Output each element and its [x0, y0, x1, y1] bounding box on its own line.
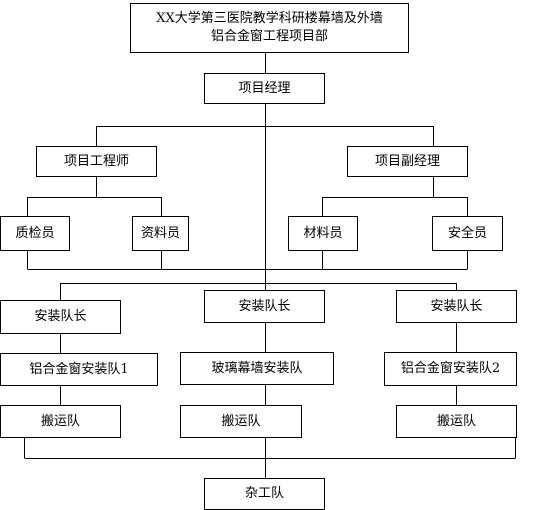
node-safety-officer: 安全员	[432, 216, 503, 251]
node-project-engineer: 项目工程师	[36, 146, 157, 177]
node-transport-team-left: 搬运队	[0, 405, 121, 438]
node-project-manager: 项目经理	[204, 73, 325, 104]
node-install-leader-right: 安装队长	[396, 290, 517, 323]
node-aluminum-window-team-1: 铝合金窗安装队1	[0, 353, 158, 386]
node-transport-team-middle: 搬运队	[180, 405, 302, 438]
node-install-leader-middle: 安装队长	[204, 290, 325, 323]
node-project-department-line2: 铝合金窗工程项目部	[210, 29, 328, 44]
node-install-leader-left: 安装队长	[0, 300, 121, 334]
node-transport-team-right: 搬运队	[396, 405, 517, 438]
node-general-labor-team: 杂工队	[204, 478, 325, 510]
node-glass-curtain-wall-team: 玻璃幕墙安装队	[180, 352, 334, 385]
node-quality-inspector: 质检员	[0, 216, 70, 251]
node-aluminum-window-team-2: 铝合金窗安装队2	[384, 352, 517, 386]
node-documentation-clerk: 资料员	[132, 216, 189, 251]
node-deputy-manager: 项目副经理	[347, 146, 468, 177]
node-materials-clerk: 材料员	[288, 216, 358, 251]
node-project-department-line1: XX大学第三医院教学科研楼幕墙及外墙	[156, 11, 383, 26]
node-project-department: XX大学第三医院教学科研楼幕墙及外墙 铝合金窗工程项目部	[130, 3, 409, 53]
